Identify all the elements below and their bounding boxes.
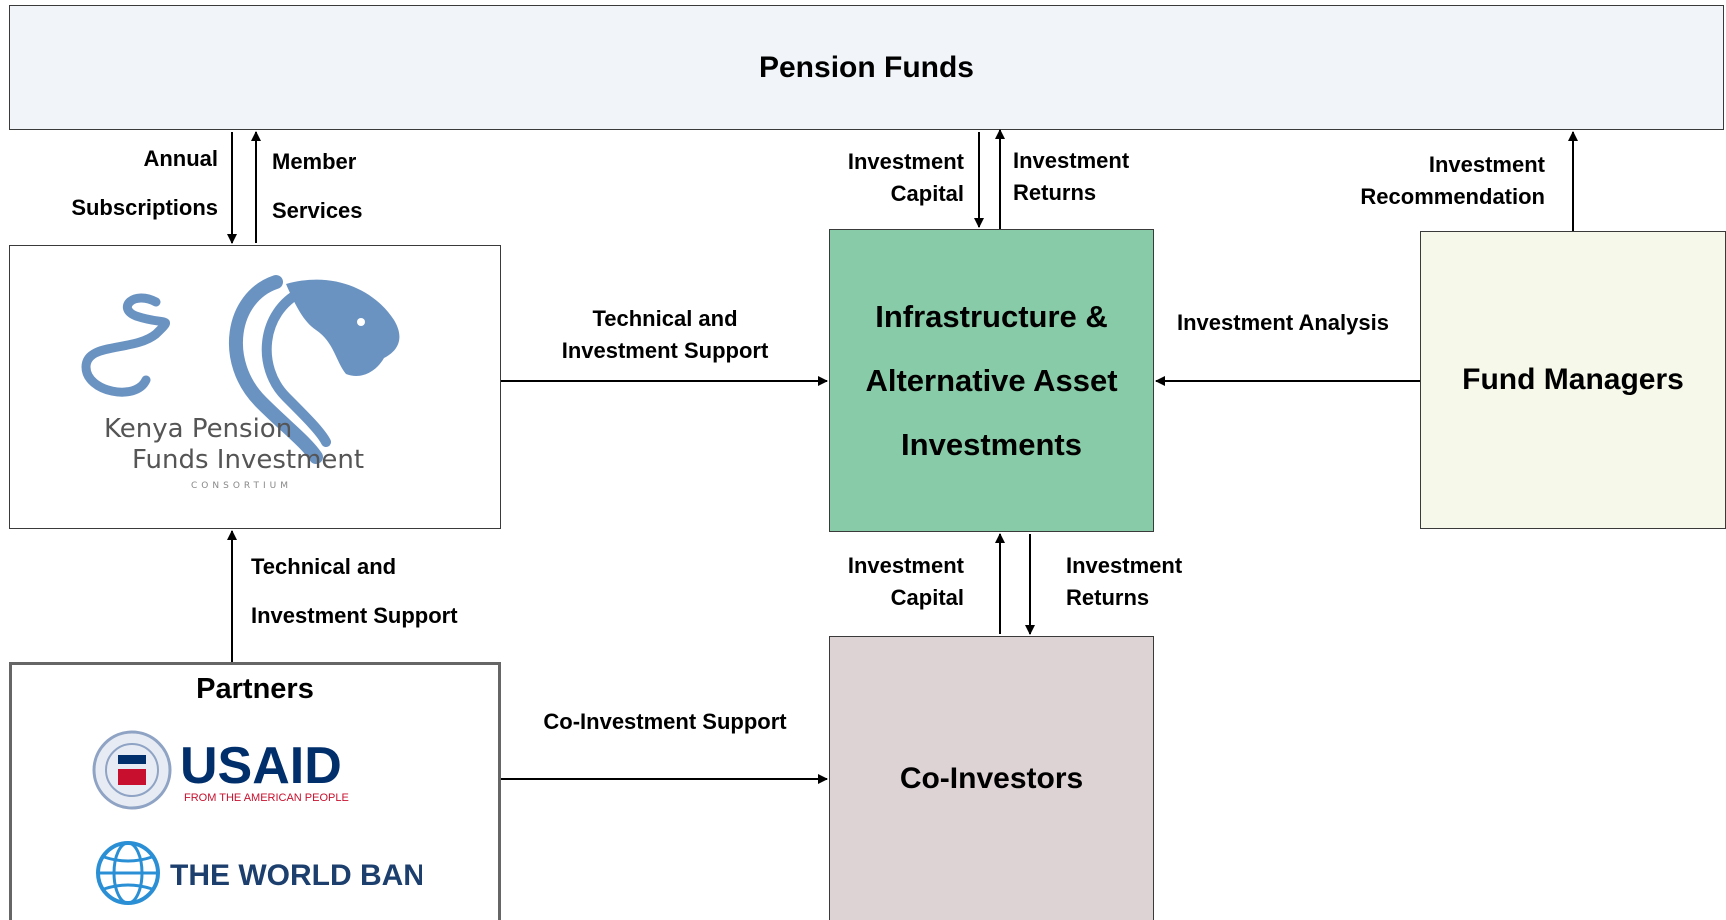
annual-label-2: Subscriptions — [71, 195, 218, 220]
inv-returns-bottom-label-2: Returns — [1066, 585, 1150, 610]
co-investors-box: Co-Investors — [829, 636, 1154, 920]
kpfic-lion-mane-2 — [261, 287, 331, 447]
co-investors-label: Co-Investors — [899, 761, 1084, 795]
inv-capital-top-label-1: Investment — [847, 149, 964, 174]
fund-managers-label: Fund Managers — [1462, 363, 1684, 396]
annual-label-1: Annual — [143, 146, 218, 171]
kpfic-text-1: Kenya Pension — [104, 414, 292, 444]
member-label-2: Services — [272, 198, 363, 223]
inv-capital-bottom-label-1: Investment — [847, 553, 964, 578]
infrastructure-label-3: Investments — [901, 426, 1082, 462]
kpfic-lion-head — [286, 279, 400, 377]
kpfic-text-2: Funds Investment — [132, 445, 364, 475]
pension-funds-label: Pension Funds — [758, 50, 974, 84]
inv-returns-bottom-label-1: Investment — [1066, 553, 1183, 578]
infrastructure-label-1: Infrastructure & — [875, 298, 1108, 334]
fund-managers-box: Fund Managers — [1420, 231, 1726, 529]
usaid-tagline: FROM THE AMERICAN PEOPLE — [184, 792, 349, 804]
pension-funds-box: Pension Funds — [9, 5, 1724, 130]
kpfic-box: Kenya Pension Funds Investment CONSORTIU… — [9, 245, 501, 529]
usaid-logo: USAID FROM THE AMERICAN PEOPLE — [92, 730, 349, 810]
world-bank-logo: THE WORLD BANK — [96, 841, 422, 905]
inv-capital-top-label-2: Capital — [890, 181, 964, 206]
partners-box: Partners USAID FROM THE AMERICAN PEOPLE … — [9, 662, 501, 920]
kpfic-text-3: CONSORTIUM — [191, 481, 292, 491]
tech-support-left-label-2: Investment Support — [251, 603, 458, 628]
usaid-name: USAID — [180, 737, 342, 795]
member-label-1: Member — [272, 149, 357, 174]
kpfic-lion-mane-1 — [228, 275, 323, 464]
inv-recommendation-label-1: Investment — [1428, 152, 1545, 177]
tech-support-mid-label-1: Technical and — [592, 306, 738, 331]
inv-returns-top-label-1: Investment — [1013, 148, 1130, 173]
inv-analysis-label: Investment Analysis — [1177, 310, 1389, 335]
infrastructure-box: Infrastructure & Alternative Asset Inves… — [829, 229, 1154, 532]
inv-capital-bottom-label-2: Capital — [890, 585, 964, 610]
tech-support-left-label-1: Technical and — [251, 554, 397, 579]
world-bank-name: THE WORLD BANK — [170, 859, 422, 892]
kpfic-logo: Kenya Pension Funds Investment CONSORTIU… — [81, 275, 400, 491]
partners-label: Partners — [196, 673, 314, 705]
infrastructure-label-2: Alternative Asset — [865, 362, 1118, 398]
kpfic-lion-eye — [357, 318, 365, 326]
co-support-label: Co-Investment Support — [543, 709, 787, 734]
inv-recommendation-label-2: Recommendation — [1360, 184, 1545, 209]
kpfic-swirl — [81, 293, 170, 397]
tech-support-mid-label-2: Investment Support — [561, 338, 769, 363]
inv-returns-top-label-2: Returns — [1013, 180, 1097, 205]
